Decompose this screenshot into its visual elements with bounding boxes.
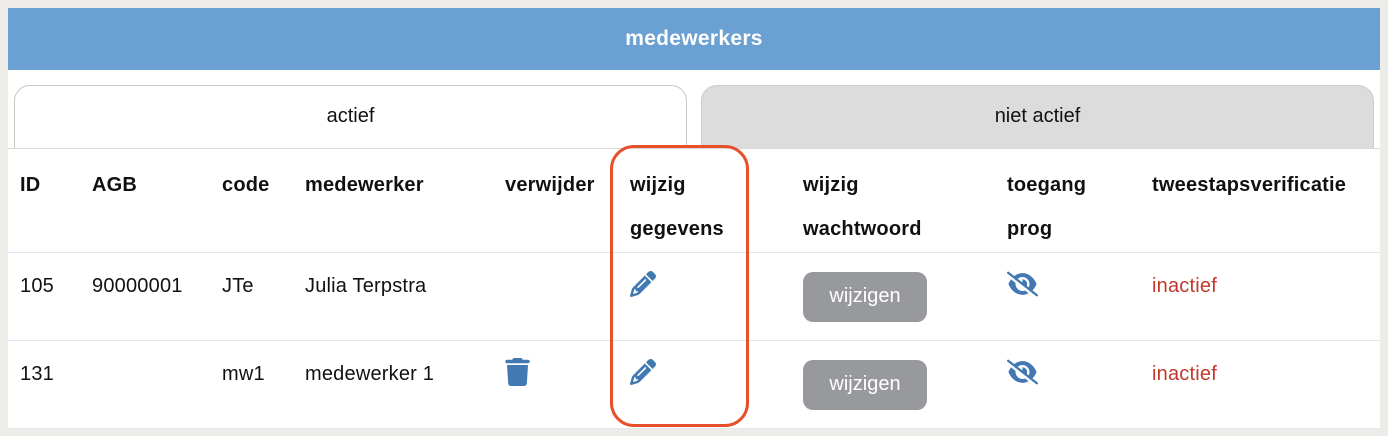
pencil-icon bbox=[630, 270, 656, 297]
col-header-medewerker: medewerker bbox=[305, 174, 424, 196]
col-header-verwijder: verwijder bbox=[505, 174, 595, 196]
cell-code: JTe bbox=[222, 275, 254, 297]
table-header-row: ID AGB code medewerker verwijder wijzig … bbox=[8, 149, 1380, 253]
trash-icon bbox=[505, 357, 530, 386]
change-password-button[interactable]: wijzigen bbox=[803, 359, 927, 410]
cell-wijzig-gegevens bbox=[630, 358, 803, 391]
cell-agb: 90000001 bbox=[92, 275, 183, 297]
cell-wijzig-gegevens bbox=[630, 270, 803, 303]
cell-toegang-prog bbox=[1007, 271, 1152, 303]
col-header-wijzig-gegevens: wijzig gegevens bbox=[630, 174, 724, 240]
col-header-code: code bbox=[222, 174, 270, 196]
pencil-icon bbox=[630, 358, 656, 385]
table-row: 131 mw1 medewerker 1 wijzigen bbox=[8, 341, 1380, 429]
col-header-toegang-prog: toegang prog bbox=[1007, 174, 1087, 240]
cell-verwijder bbox=[505, 357, 630, 392]
page-title: medewerkers bbox=[625, 27, 763, 50]
table-row: 105 90000001 JTe Julia Terpstra wijzigen bbox=[8, 253, 1380, 341]
tab-actief[interactable]: actief bbox=[14, 85, 687, 148]
cell-code: mw1 bbox=[222, 363, 265, 385]
cell-medewerker: medewerker 1 bbox=[305, 363, 435, 385]
tab-niet-actief-label: niet actief bbox=[994, 105, 1081, 127]
cell-wijzig-wachtwoord: wijzigen bbox=[803, 271, 1007, 322]
employees-table: ID AGB code medewerker verwijder wijzig … bbox=[8, 148, 1380, 429]
cell-wijzig-wachtwoord: wijzigen bbox=[803, 359, 1007, 410]
access-toggle-button[interactable] bbox=[1007, 271, 1038, 297]
cell-verwijder bbox=[505, 270, 630, 304]
tab-actief-label: actief bbox=[326, 105, 375, 127]
col-header-tweestapsverificatie: tweestapsverificatie bbox=[1152, 174, 1347, 196]
edit-button[interactable] bbox=[630, 358, 656, 385]
col-header-wijzig-wachtwoord: wijzig wachtwoord bbox=[803, 174, 922, 240]
edit-button[interactable] bbox=[630, 270, 656, 297]
title-bar: medewerkers bbox=[8, 8, 1380, 70]
delete-button[interactable] bbox=[505, 357, 530, 386]
tab-bar: actief niet actief bbox=[8, 85, 1380, 148]
col-header-agb: AGB bbox=[92, 174, 138, 196]
cell-id: 105 bbox=[20, 275, 54, 297]
cell-id: 131 bbox=[20, 363, 54, 385]
status-tweestapsverificatie: inactief bbox=[1152, 275, 1217, 297]
col-header-id: ID bbox=[20, 174, 41, 196]
content-frame: medewerkers actief niet actief ID AGB co… bbox=[8, 8, 1380, 429]
tab-niet-actief[interactable]: niet actief bbox=[701, 85, 1374, 148]
eye-slash-icon bbox=[1007, 359, 1038, 384]
cell-medewerker: Julia Terpstra bbox=[305, 275, 427, 297]
access-toggle-button[interactable] bbox=[1007, 359, 1038, 385]
status-tweestapsverificatie: inactief bbox=[1152, 363, 1217, 385]
change-password-button[interactable]: wijzigen bbox=[803, 271, 927, 322]
cell-toegang-prog bbox=[1007, 359, 1152, 391]
eye-slash-icon bbox=[1007, 271, 1038, 296]
